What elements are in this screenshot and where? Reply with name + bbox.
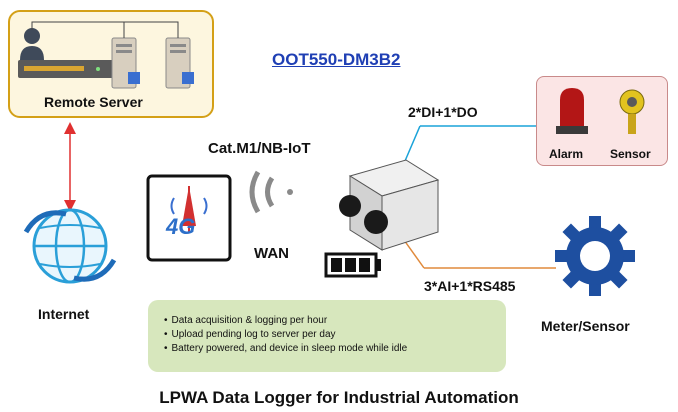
server-internet-arrow <box>64 122 76 212</box>
sensor-icon <box>619 89 645 134</box>
model-title: OOT550-DM3B2 <box>272 50 401 69</box>
network-type-label: Cat.M1/NB-IoT <box>208 140 311 157</box>
sensor-label: Sensor <box>610 147 651 161</box>
internet-globe-icon <box>23 208 117 284</box>
server-link-lines <box>31 21 179 38</box>
feature-notes-list: Data acquisition & logging per hour Uplo… <box>164 314 494 356</box>
user-icon <box>20 28 44 60</box>
feature-notes-box: Data acquisition & logging per hour Uplo… <box>148 300 506 372</box>
internet-label: Internet <box>38 306 90 322</box>
remote-server-label: Remote Server <box>44 94 143 110</box>
network-switch-icon <box>18 60 114 78</box>
wireless-signal-icon <box>249 170 293 214</box>
digital-io-label: 2*DI+1*DO <box>408 104 478 120</box>
feature-note-item: Battery powered, and device in sleep mod… <box>164 342 494 356</box>
battery-icon <box>324 252 381 278</box>
footer-title: LPWA Data Logger for Industrial Automati… <box>159 388 519 407</box>
feature-note-item: Upload pending log to server per day <box>164 328 494 342</box>
meter-gear-icon <box>555 216 635 296</box>
io-bottom-line-a <box>403 239 425 269</box>
server-tower-icon <box>111 37 194 89</box>
analog-io-label: 3*AI+1*RS485 <box>424 278 516 294</box>
data-logger-device-icon <box>339 159 440 251</box>
alarm-label: Alarm <box>549 147 584 161</box>
field-devices-box <box>536 76 668 166</box>
4g-tablet-icon <box>146 174 232 262</box>
alarm-icon <box>556 88 588 134</box>
4g-badge: 4G <box>166 214 196 239</box>
meter-sensor-label: Meter/Sensor <box>541 318 630 334</box>
feature-note-item: Data acquisition & logging per hour <box>164 314 494 328</box>
wan-label: WAN <box>254 245 289 262</box>
